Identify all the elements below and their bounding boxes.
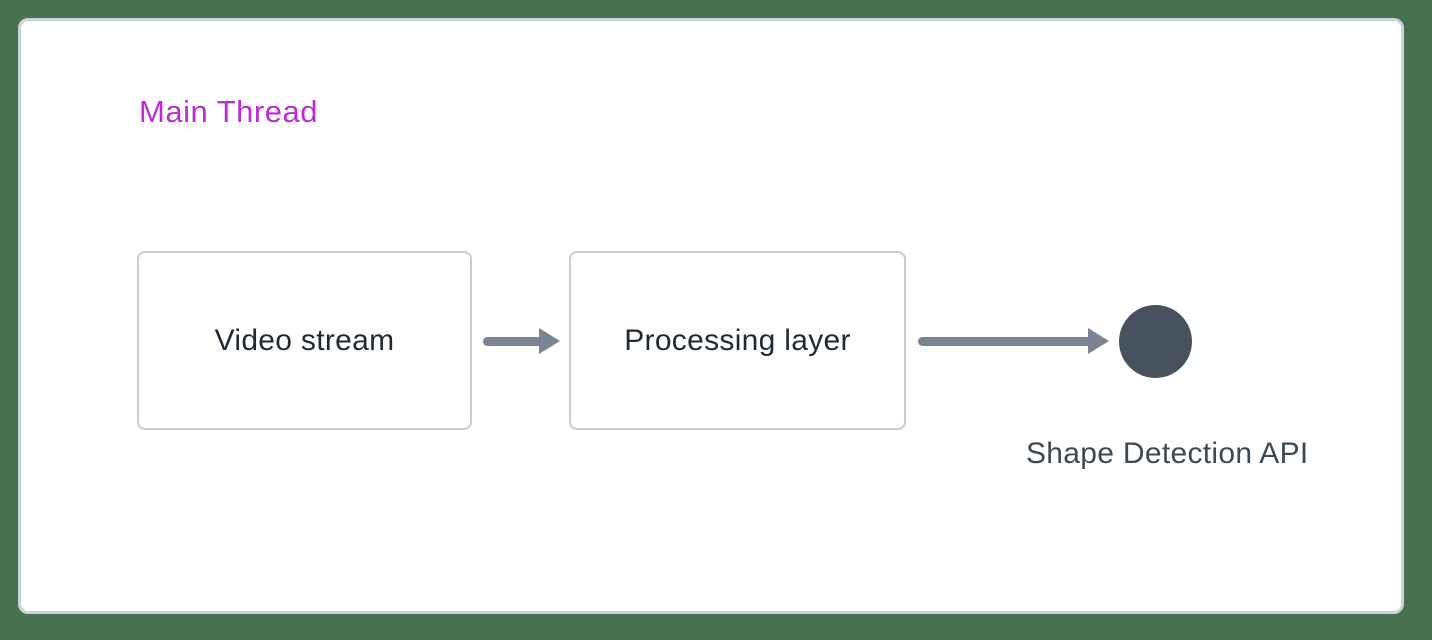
node-video-stream: Video stream <box>137 251 472 430</box>
node-processing-layer: Processing layer <box>569 251 906 430</box>
shape-detection-node-circle <box>1119 305 1192 378</box>
node-processing-layer-label: Processing layer <box>624 323 851 357</box>
arrow-video-to-processing-icon <box>483 328 560 354</box>
arrow-processing-to-shape-detection-icon <box>918 328 1109 354</box>
arrow-shaft <box>483 336 539 346</box>
arrow-head <box>1088 328 1109 354</box>
main-thread-panel: Main Thread Video stream Processing laye… <box>18 18 1404 614</box>
panel-title: Main Thread <box>139 94 318 129</box>
arrow-head <box>539 328 560 354</box>
arrow-shaft <box>918 336 1088 346</box>
shape-detection-label: Shape Detection API <box>1026 437 1309 470</box>
node-video-stream-label: Video stream <box>214 323 395 357</box>
